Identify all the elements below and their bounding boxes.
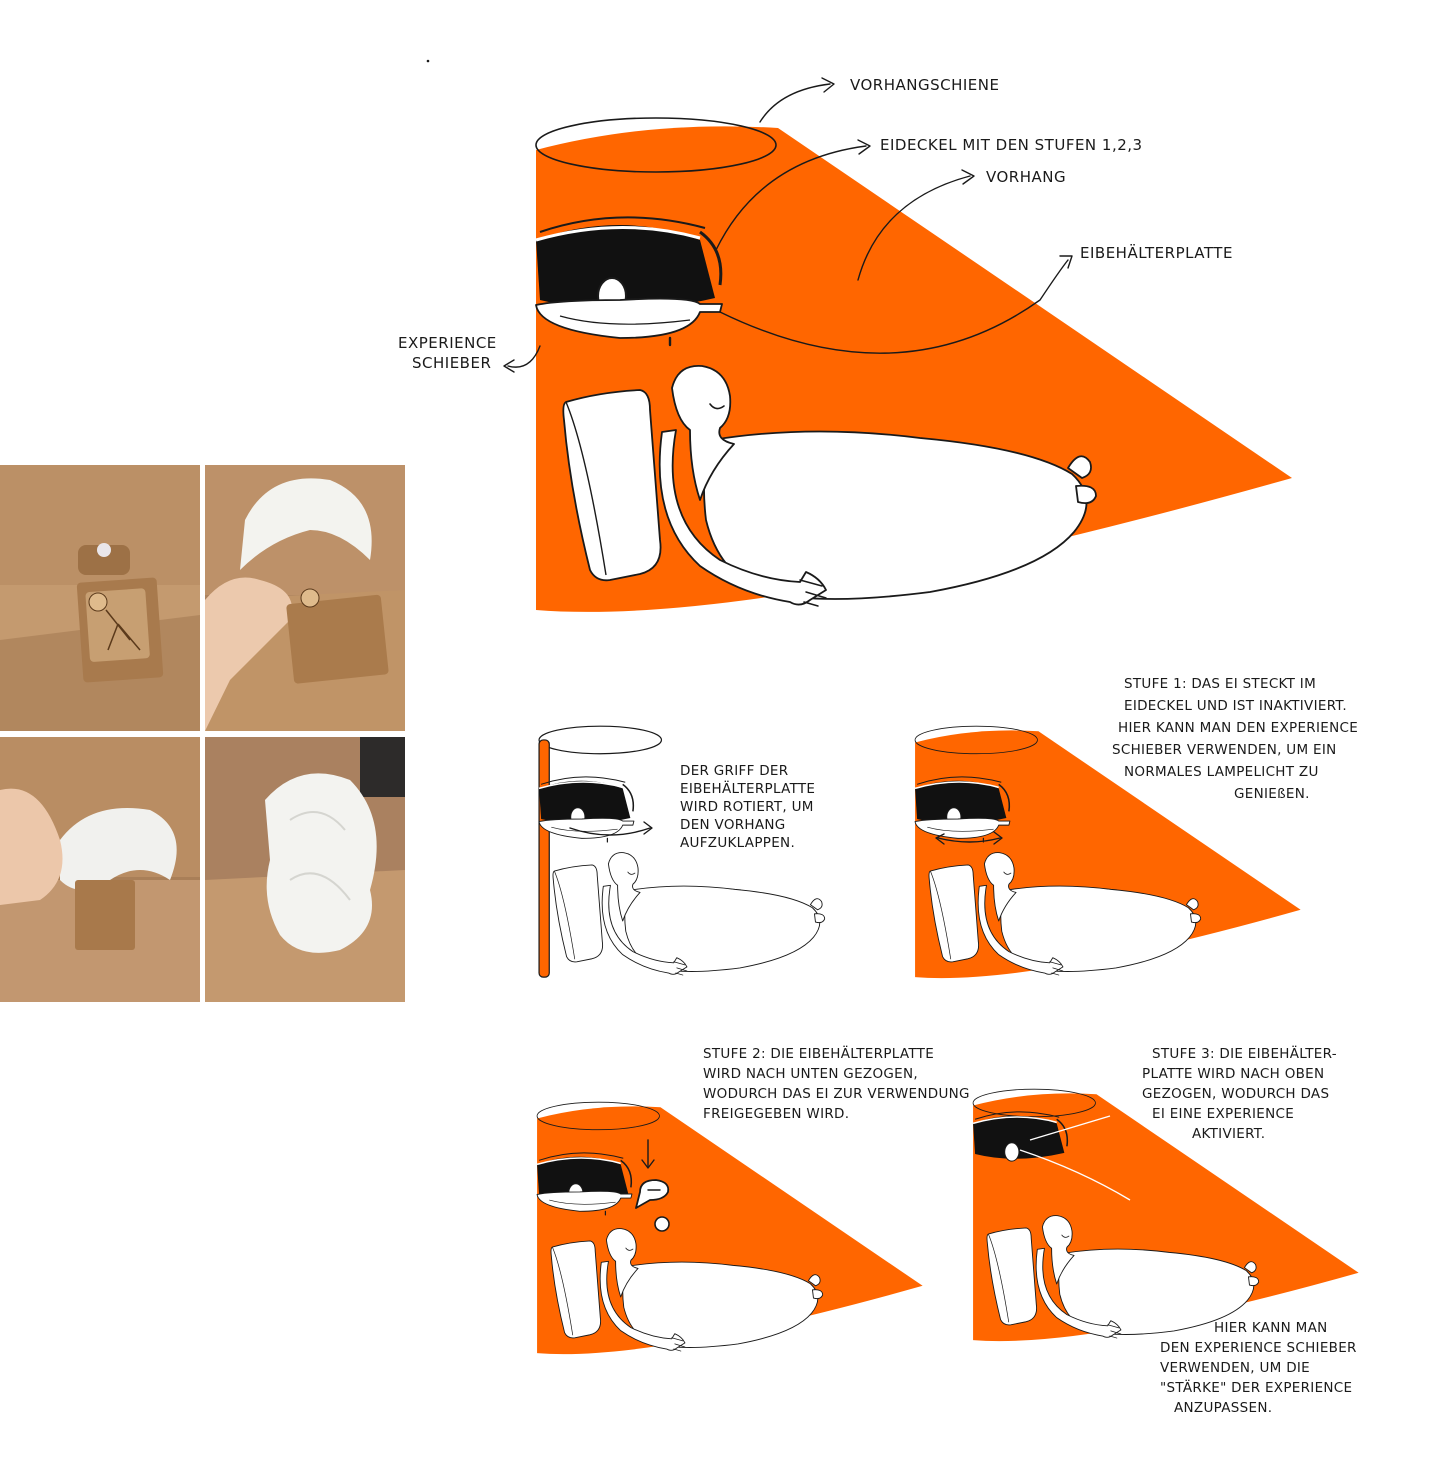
- lamp-scenes: [536, 118, 1359, 1354]
- stufe2-text-line: WODURCH DAS EI ZUR VERWENDUNG: [703, 1086, 970, 1102]
- label-vorhangschiene: VORHANGSCHIENE: [850, 76, 1000, 94]
- stufe1-text-line: STUFE 1: DAS EI STECKT IM: [1124, 676, 1316, 692]
- scene-stufe3: [973, 1089, 1359, 1341]
- stufe3-text-line: GEZOGEN, WODURCH DAS: [1142, 1086, 1329, 1102]
- stufe1-text-line: SCHIEBER VERWENDEN, UM EIN: [1112, 742, 1337, 758]
- stufe3-note-line: DEN EXPERIENCE SCHIEBER: [1160, 1340, 1357, 1356]
- griff-text-line: EIBEHÄLTERPLATTE: [680, 779, 815, 797]
- photo-prototype-closed: [0, 465, 200, 731]
- label-experience: EXPERIENCE: [398, 334, 497, 352]
- stufe2-text-line: WIRD NACH UNTEN GEZOGEN,: [703, 1066, 918, 1082]
- stufe3-note-line: HIER KANN MAN: [1214, 1320, 1328, 1336]
- prototype-photo-grid: [0, 465, 405, 1002]
- label-eibehaelterplatte: EIBEHÄLTERPLATTE: [1080, 243, 1233, 262]
- photo-curtain-closed: [205, 737, 405, 1002]
- scene-stufe2: [537, 1102, 923, 1354]
- label-vorhang: VORHANG: [986, 168, 1066, 186]
- griff-text-line: AUFZUKLAPPEN.: [680, 835, 795, 851]
- stufe1-text-line: HIER KANN MAN DEN EXPERIENCE: [1118, 720, 1358, 736]
- stufe3-note-line: VERWENDEN, UM DIE: [1160, 1360, 1310, 1376]
- photo-hand-pulling: [0, 737, 200, 1002]
- stufe3-text-line: STUFE 3: DIE EIBEHÄLTER-: [1152, 1044, 1337, 1062]
- stufe3-text-line: AKTIVIERT.: [1192, 1126, 1265, 1142]
- photo-curtain-opening: [205, 465, 405, 731]
- stray-dot: [427, 60, 430, 63]
- stufe3-text-line: PLATTE WIRD NACH OBEN: [1142, 1066, 1324, 1082]
- griff-text-line: WIRD ROTIERT, UM: [680, 799, 814, 815]
- scene-main: [536, 118, 1292, 612]
- griff-text-line: DER GRIFF DER: [680, 763, 788, 779]
- stufe1-text-line: GENIEßEN.: [1234, 786, 1310, 802]
- stufe3-note-line: ANZUPASSEN.: [1174, 1400, 1272, 1416]
- label-schieber: SCHIEBER: [412, 354, 491, 372]
- griff-text-line: DEN VORHANG: [680, 817, 786, 833]
- label-eideckel: EIDECKEL MIT DEN STUFEN 1,2,3: [880, 136, 1143, 154]
- stufe3-note-line: "STÄRKE" DER EXPERIENCE: [1160, 1378, 1352, 1396]
- resting-figure: [553, 853, 825, 975]
- stufe2-text-line: STUFE 2: DIE EIBEHÄLTERPLATTE: [703, 1044, 934, 1062]
- stufe1-text-line: EIDECKEL UND IST INAKTIVIERT.: [1124, 698, 1347, 714]
- stufe3-text-line: EI EINE EXPERIENCE: [1152, 1106, 1294, 1122]
- stufe2-text-line: FREIGEGEBEN WIRD.: [703, 1106, 849, 1122]
- egg-holder-plate: [539, 818, 634, 842]
- stufe1-text-line: NORMALES LAMPELICHT ZU: [1124, 764, 1319, 780]
